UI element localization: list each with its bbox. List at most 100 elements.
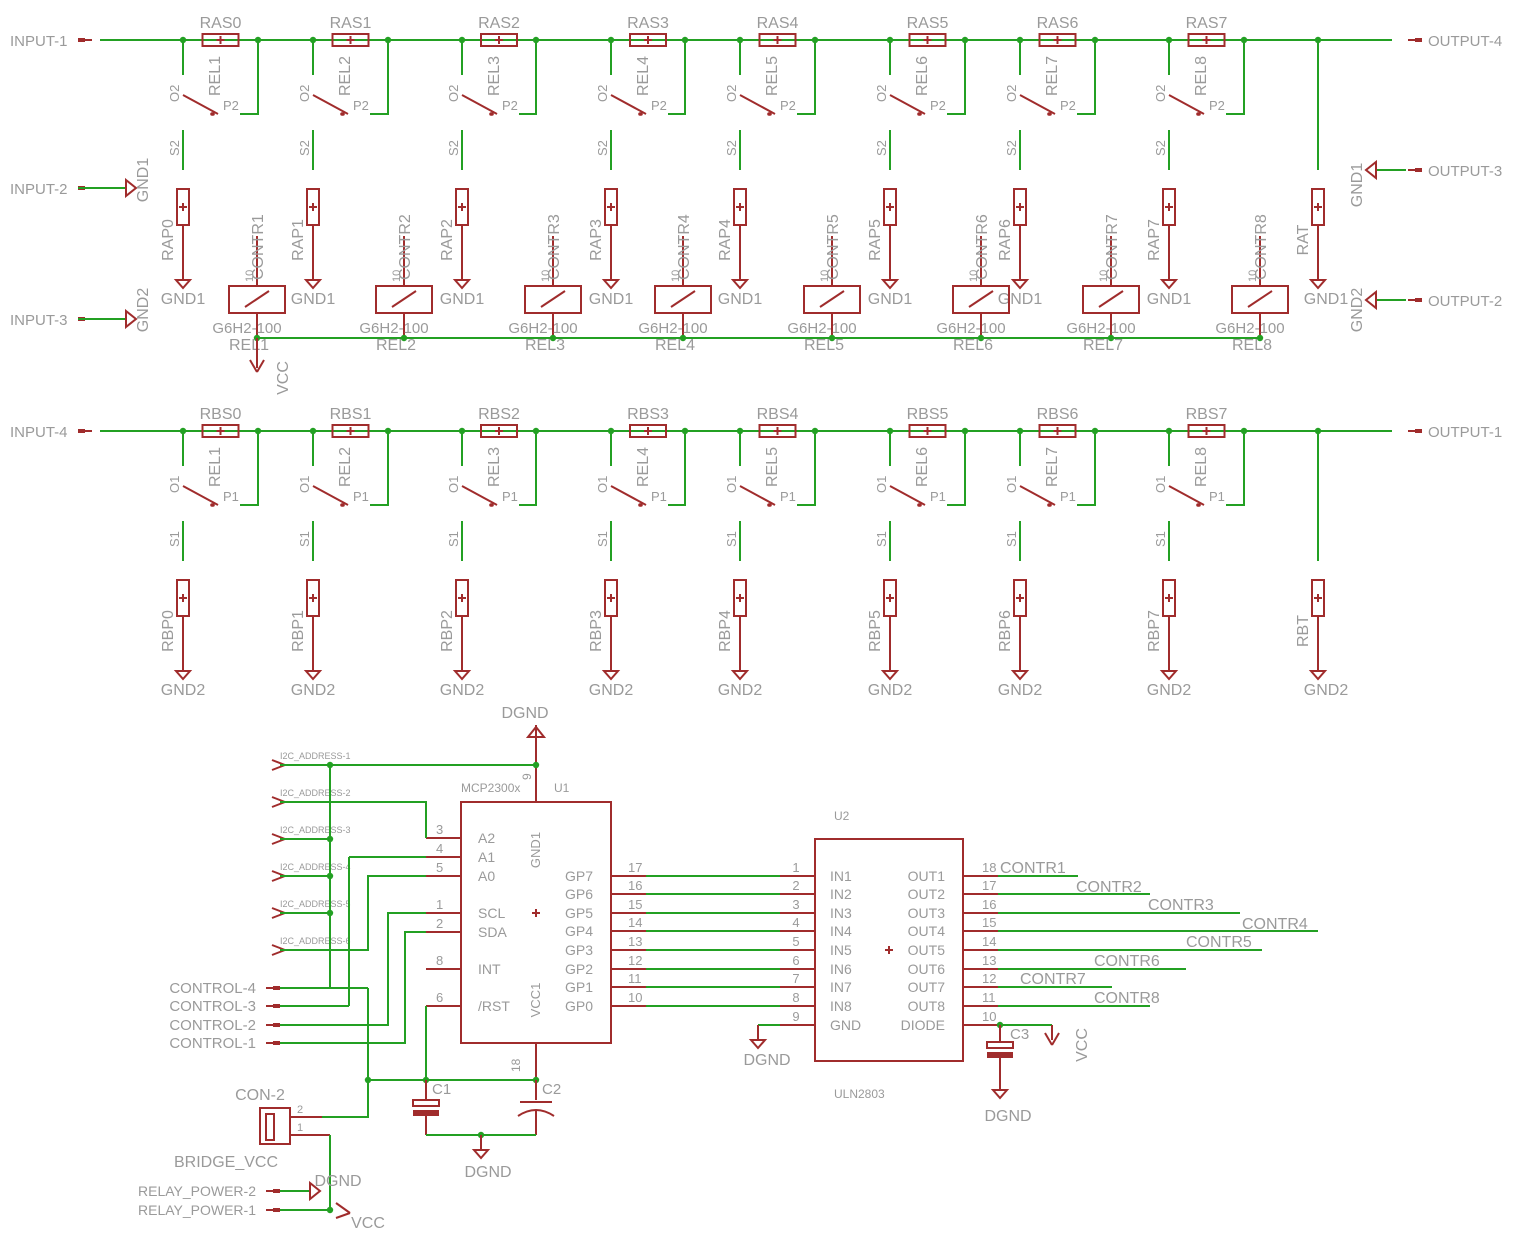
relay-label: REL7 (1083, 337, 1123, 354)
u2-pin-number: 11 (982, 990, 996, 1005)
u2-pin-number: 3 (792, 897, 799, 912)
contact-wire (370, 40, 389, 115)
contact-label: S1 (167, 531, 182, 547)
ground-label: GND2 (1349, 288, 1366, 333)
relay-contact-arm (1019, 94, 1056, 115)
dgnd-label: DGND (743, 1052, 790, 1069)
out-control-label: CONTR6 (1094, 953, 1160, 970)
connector-pin (1415, 168, 1422, 172)
contact-wire (240, 431, 259, 506)
coil-control-label: CONTR6 (974, 214, 991, 280)
relay-part-label: G6H2-100 (787, 320, 856, 337)
ground-symbol (748, 1039, 768, 1050)
u2-ref-label: U2 (834, 809, 850, 823)
relay-label: REL2 (337, 56, 354, 96)
contact-pin (918, 112, 922, 116)
series-resistor-label: RAS3 (627, 15, 669, 32)
ground-label: GND2 (291, 682, 336, 699)
contact-wire (370, 431, 389, 506)
u1-pin-name: GP0 (565, 998, 593, 1014)
part-line (1051, 1032, 1060, 1046)
series-resistor-label: RAS5 (907, 15, 949, 32)
c3-plate (987, 1052, 1013, 1058)
contact-pin (341, 112, 345, 116)
ground-symbol (1308, 279, 1328, 290)
relay-coil-slash (1247, 290, 1273, 308)
u2-pin-name: OUT8 (908, 998, 946, 1014)
vcc-label: VCC (275, 361, 292, 395)
out-control-label: CONTR1 (1000, 860, 1066, 877)
relay-label: REL5 (764, 56, 781, 96)
dgnd-label: DGND (314, 1173, 361, 1190)
u1-pin-number: 8 (436, 953, 443, 968)
resistor-body (201, 424, 240, 438)
contact-label: S2 (595, 140, 610, 156)
dgnd-label: DGND (984, 1108, 1031, 1125)
u1-pin-name: INT (478, 961, 501, 977)
ground-symbol (309, 1180, 322, 1202)
ground-label: GND1 (291, 291, 336, 308)
contact-label: S1 (297, 531, 312, 547)
connector-pin (78, 429, 85, 433)
u2-pin-name: IN2 (830, 886, 852, 902)
u1-part-label: MCP2300x (461, 781, 520, 795)
u2-pin-number: 13 (982, 953, 996, 968)
con2-name: BRIDGE_VCC (174, 1154, 278, 1171)
con2-body (259, 1107, 291, 1145)
ground-label: GND1 (868, 291, 913, 308)
relay-part-label: G6H2-100 (1215, 320, 1284, 337)
u1-pin-name: GP1 (565, 979, 593, 995)
connector-pin (78, 38, 85, 42)
contact-label: O1 (1004, 476, 1019, 493)
u1-pin-name: GP4 (565, 923, 593, 939)
contact-wire (519, 431, 537, 506)
contact-label: P2 (353, 98, 369, 113)
i2c-address-label: I2C_ADDRESS-5 (280, 899, 351, 909)
contact-label: P1 (780, 489, 796, 504)
u1-pin-number: 11 (628, 971, 642, 986)
shunt-resistor-label: RAP7 (1146, 219, 1163, 261)
shunt-resistor-label: RAP1 (290, 219, 307, 261)
u1-vcc-label: VCC1 (528, 983, 543, 1018)
coil-control-label: CONTR7 (1104, 214, 1121, 280)
relay-contact-arm (739, 94, 776, 115)
i2c-wire (280, 875, 426, 951)
resistor-body (1038, 33, 1077, 47)
series-resistor-label: RBS1 (330, 406, 372, 423)
u1-pin-name: A0 (478, 868, 495, 884)
contact-label: O1 (297, 476, 312, 493)
i2c-address-label: I2C_ADDRESS-1 (280, 751, 351, 761)
ground-symbol (1364, 159, 1377, 181)
resistor-body (908, 33, 947, 47)
junction-dot (977, 334, 985, 342)
relay-label: REL2 (337, 447, 354, 487)
junction-dot (1107, 334, 1115, 342)
connector-pin (1415, 429, 1422, 433)
u2-pin-name: IN5 (830, 942, 852, 958)
con2-slot (265, 1113, 275, 1141)
u2-pin-name: GND (830, 1017, 861, 1033)
junction-dot (364, 1076, 372, 1084)
contact-label: S1 (1153, 531, 1168, 547)
contact-pin (639, 112, 643, 116)
contact-label: S2 (167, 140, 182, 156)
u1-pin-number: 10 (628, 990, 642, 1005)
contact-label: P2 (502, 98, 518, 113)
u2-part-label: ULN2803 (834, 1087, 885, 1101)
u1-ref-label: U1 (554, 781, 570, 795)
control-label: CONTROL-4 (169, 980, 256, 997)
net-label-output-1: OUTPUT-1 (1428, 424, 1502, 441)
u1-pin-name: GP6 (565, 886, 593, 902)
contact-label: O2 (874, 85, 889, 102)
ground-symbol (452, 279, 472, 290)
u1-pin-name: GP3 (565, 942, 593, 958)
contact-wire (1226, 40, 1245, 115)
shunt-resistor-label: RBP6 (997, 610, 1014, 652)
contact-wire (1226, 431, 1245, 506)
ground-symbol (601, 670, 621, 681)
relay-contact-arm (461, 94, 498, 115)
series-resistor-label: RAS1 (330, 15, 372, 32)
contact-wire (797, 431, 816, 506)
u1-pin-number: 9 (520, 773, 534, 780)
contact-label: P1 (353, 489, 369, 504)
